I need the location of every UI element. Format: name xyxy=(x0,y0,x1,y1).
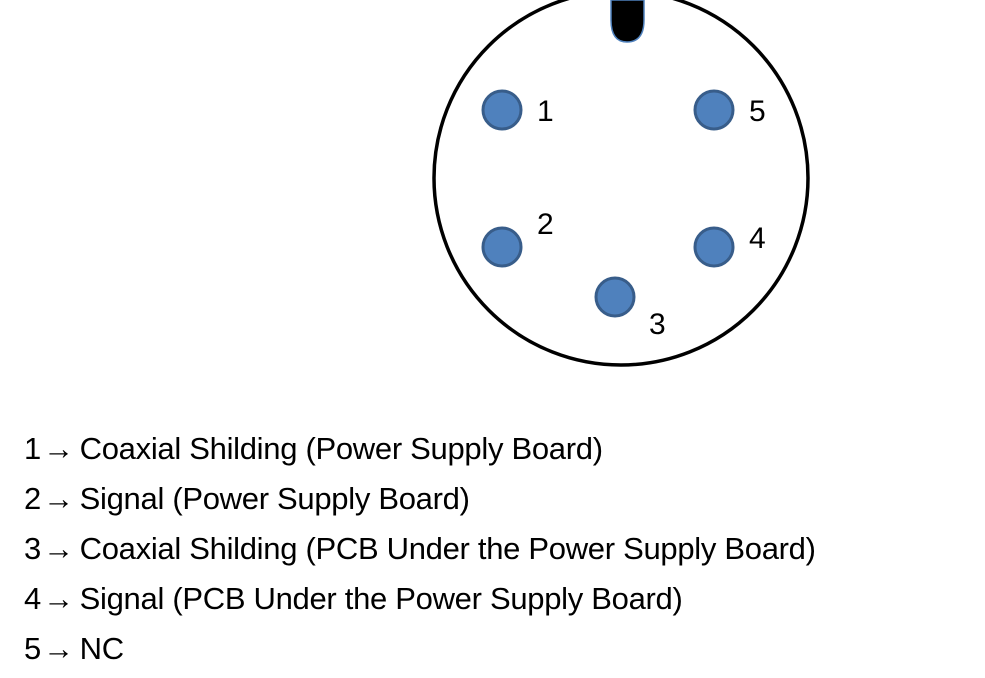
pin-3-number: 3 xyxy=(649,308,666,341)
arrow-icon: → xyxy=(42,581,74,616)
legend-item-5: 5→NC xyxy=(24,624,974,674)
legend-number: 4 xyxy=(24,581,41,616)
legend-number: 1 xyxy=(24,431,41,466)
legend-number: 5 xyxy=(24,631,41,666)
key-notch xyxy=(610,0,645,43)
legend-number: 2 xyxy=(24,481,41,516)
pin-5-number: 5 xyxy=(749,95,766,128)
pin-legend: 1→Coaxial Shilding (Power Supply Board) … xyxy=(24,424,974,674)
legend-item-2: 2→Signal (Power Supply Board) xyxy=(24,474,974,524)
pin-4-number: 4 xyxy=(749,222,766,255)
legend-description: NC xyxy=(79,631,124,666)
legend-number: 3 xyxy=(24,531,41,566)
arrow-icon: → xyxy=(42,531,74,566)
arrow-icon: → xyxy=(42,631,74,666)
arrow-icon: → xyxy=(42,431,74,466)
legend-item-4: 4→Signal (PCB Under the Power Supply Boa… xyxy=(24,574,974,624)
pin-2-contact xyxy=(481,226,523,268)
connector-diagram: 1 2 3 4 5 xyxy=(432,0,810,367)
pin-4: 4 xyxy=(693,222,766,268)
legend-description: Coaxial Shilding (PCB Under the Power Su… xyxy=(79,531,816,566)
legend-item-3: 3→Coaxial Shilding (PCB Under the Power … xyxy=(24,524,974,574)
legend-description: Signal (PCB Under the Power Supply Board… xyxy=(79,581,683,616)
arrow-icon: → xyxy=(42,481,74,516)
pin-1-number: 1 xyxy=(537,95,554,128)
pin-4-contact xyxy=(693,226,735,268)
legend-item-1: 1→Coaxial Shilding (Power Supply Board) xyxy=(24,424,974,474)
pin-1-contact xyxy=(481,89,523,131)
pin-3-contact xyxy=(594,276,636,318)
pin-3: 3 xyxy=(594,276,666,341)
pin-2: 2 xyxy=(481,208,554,268)
pin-5: 5 xyxy=(693,89,766,131)
legend-description: Coaxial Shilding (Power Supply Board) xyxy=(79,431,603,466)
pin-2-number: 2 xyxy=(537,208,554,241)
pin-1: 1 xyxy=(481,89,554,131)
legend-description: Signal (Power Supply Board) xyxy=(79,481,470,516)
pin-5-contact xyxy=(693,89,735,131)
